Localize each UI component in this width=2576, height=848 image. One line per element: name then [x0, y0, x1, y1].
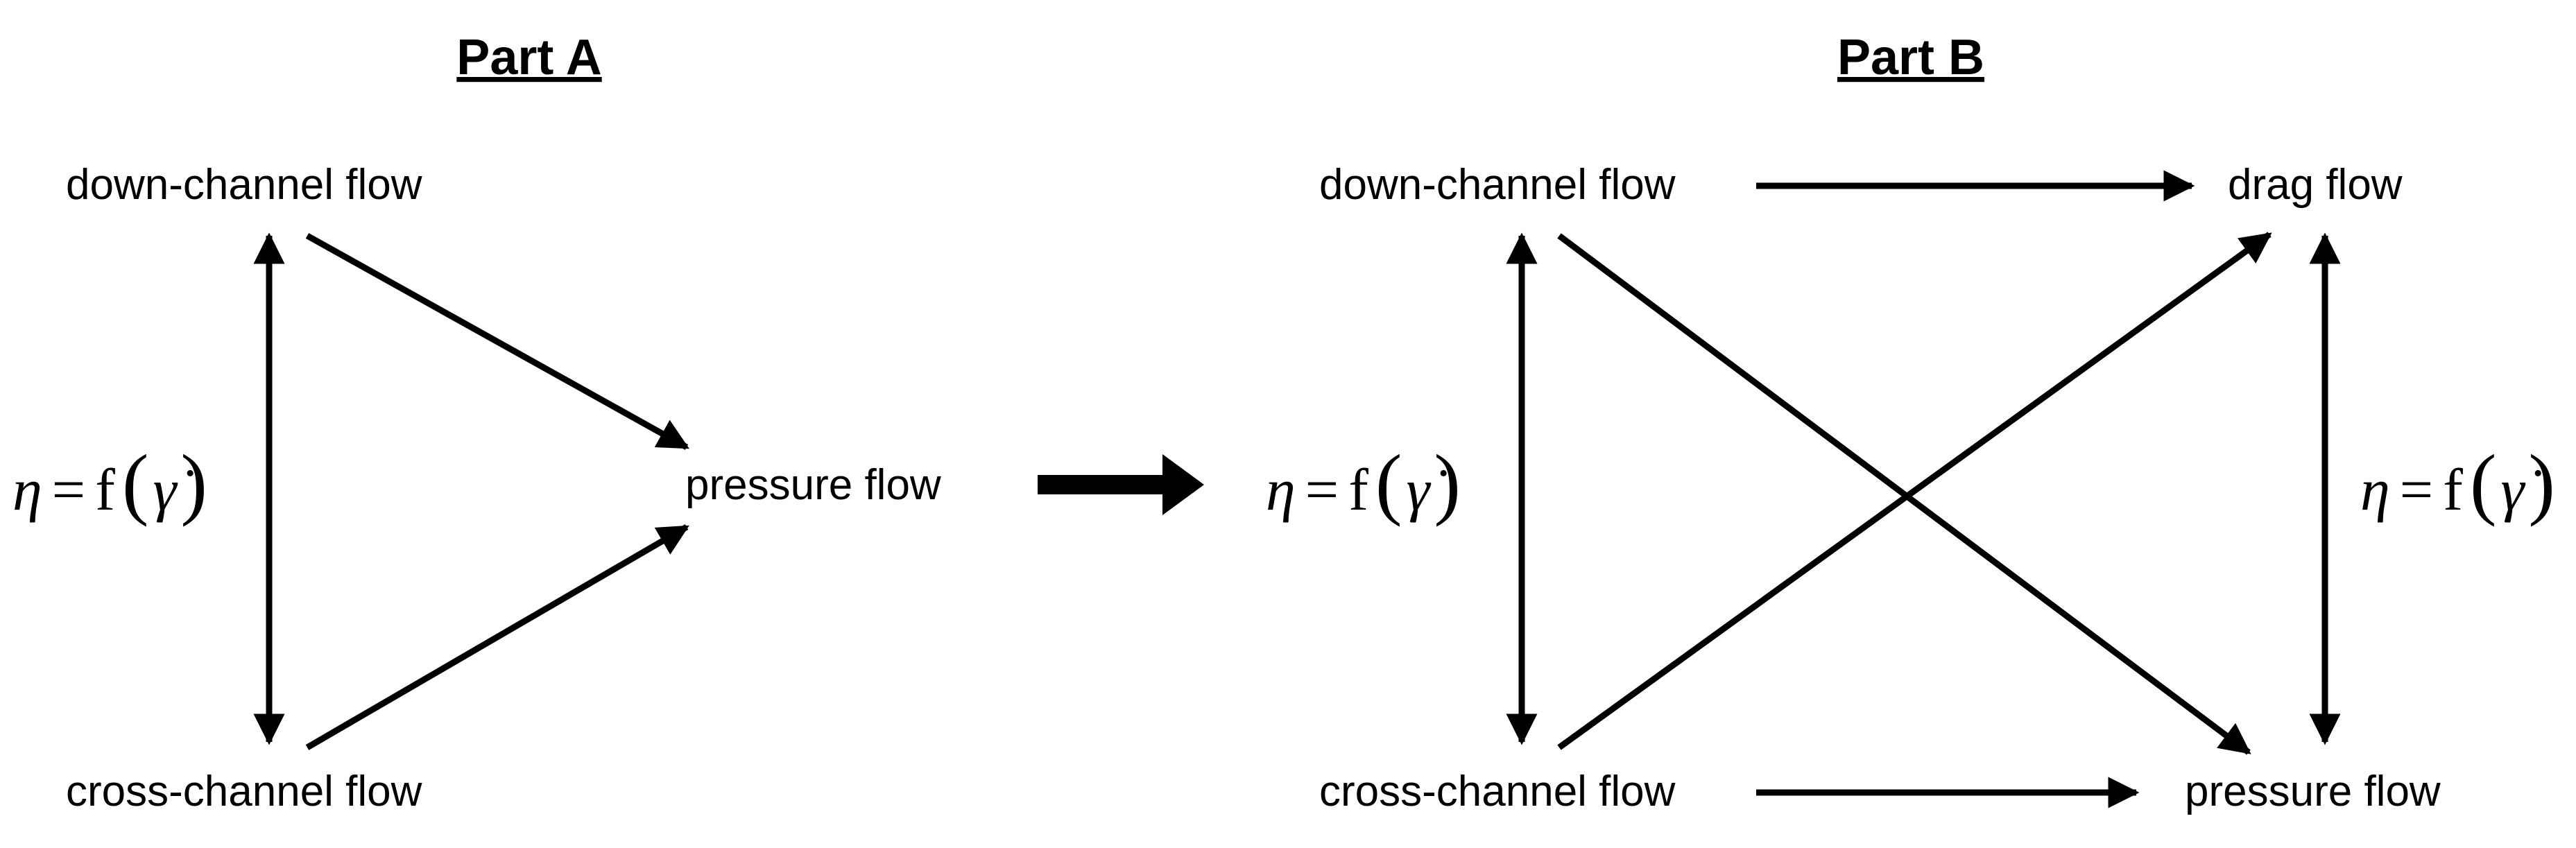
part-a-node-cross-channel: cross-channel flow: [66, 768, 422, 815]
relation-open: (: [1375, 439, 1402, 528]
part-b-title: Part B: [1837, 30, 1984, 85]
relation-lhs: η: [2360, 456, 2390, 523]
transition-arrow: [1038, 454, 1204, 515]
part-a-node-pressure: pressure flow: [685, 461, 941, 509]
part-a-title: Part A: [456, 30, 601, 85]
transition-arrow-shaft: [1038, 475, 1165, 494]
part-b-node-pressure: pressure flow: [2185, 768, 2441, 815]
part-b-relation-left: η=f(γ̇): [1266, 439, 1461, 528]
relation-open: (: [2470, 439, 2497, 528]
part-a-arrow-down-pressure: [305, 233, 689, 450]
part-a-relation: η=f(γ̇): [12, 439, 207, 528]
relation-eq: =: [1305, 456, 1339, 523]
relation-eq: =: [52, 456, 86, 523]
part-b-relation-right: η=f(γ̇): [2360, 439, 2555, 528]
relation-func: f: [2443, 456, 2463, 523]
relation-close: ): [1434, 439, 1461, 528]
part-b-arrow-down-pressure: [1557, 233, 2251, 755]
relation-func: f: [95, 456, 115, 523]
part-a-arrow-cross-pressure: [305, 524, 689, 750]
relation-close: ): [180, 439, 207, 528]
relation-lhs: η: [12, 456, 42, 523]
part-b-node-cross-channel: cross-channel flow: [1319, 768, 1676, 815]
part-b-node-drag: drag flow: [2228, 161, 2403, 209]
relation-func: f: [1348, 456, 1368, 523]
relation-lhs: η: [1266, 456, 1296, 523]
part-b-arrow-cross-drag: [1557, 232, 2272, 750]
part-a: Part A down-channel flow cross-channel f…: [12, 30, 941, 815]
part-a-node-down-channel: down-channel flow: [66, 161, 422, 209]
part-b: Part B down-channel flow cross-channel f…: [1266, 30, 2555, 815]
relation-open: (: [122, 439, 149, 528]
transition-arrow-head: [1162, 454, 1204, 515]
relation-eq: =: [2400, 456, 2434, 523]
part-b-node-down-channel: down-channel flow: [1319, 161, 1676, 209]
relation-close: ): [2528, 439, 2555, 528]
